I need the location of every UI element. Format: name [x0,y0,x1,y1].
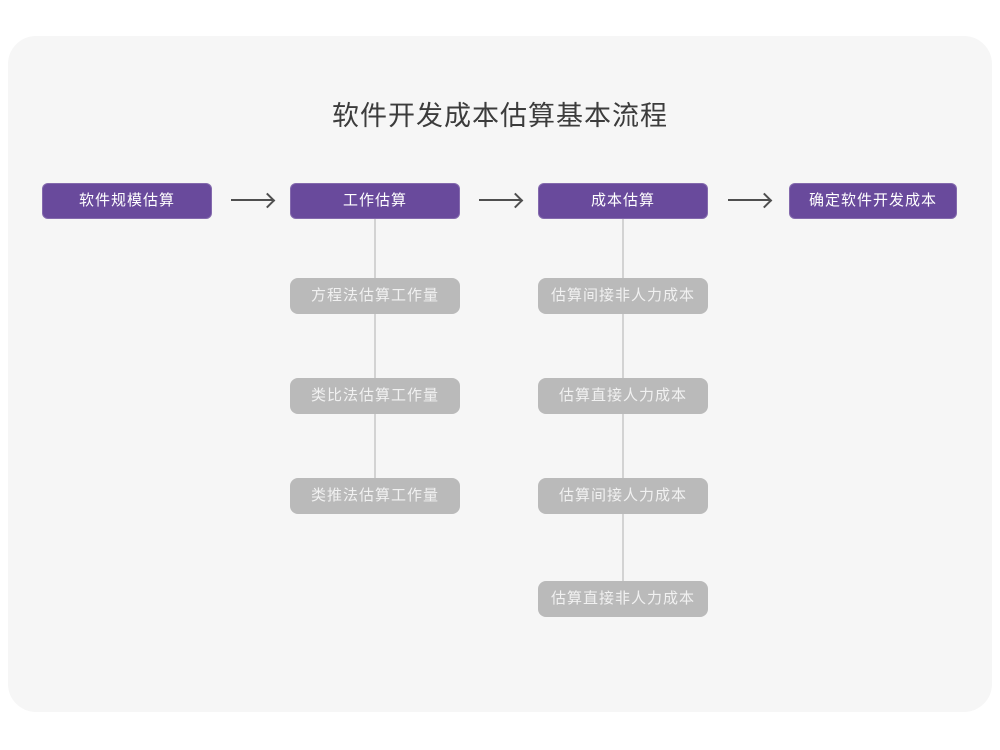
connector-line [622,219,624,278]
connector-line [622,414,624,478]
connector-line [622,314,624,378]
right-arrow-icon [231,199,273,201]
connector-line [374,219,376,278]
diagram-title: 软件开发成本估算基本流程 [332,101,668,131]
sub-node-direct-labor-cost: 估算直接人力成本 [538,378,708,414]
connector-line [374,314,376,378]
stage-node-cost-estimation: 成本估算 [538,183,708,219]
stage-node-work-estimation: 工作估算 [290,183,460,219]
sub-node-equation-method: 方程法估算工作量 [290,278,460,314]
sub-node-extrapolation-method: 类推法估算工作量 [290,478,460,514]
stage-node-software-scale-estimation: 软件规模估算 [42,183,212,219]
sub-node-indirect-labor-cost: 估算间接人力成本 [538,478,708,514]
sub-node-analogy-method: 类比法估算工作量 [290,378,460,414]
stage-node-determine-dev-cost: 确定软件开发成本 [789,183,957,219]
sub-node-direct-nonlabor-cost: 估算直接非人力成本 [538,581,708,617]
right-arrow-icon [479,199,521,201]
sub-node-indirect-nonlabor-cost: 估算间接非人力成本 [538,278,708,314]
connector-line [374,414,376,478]
diagram-card [8,36,992,712]
right-arrow-icon [728,199,770,201]
connector-line [622,514,624,581]
